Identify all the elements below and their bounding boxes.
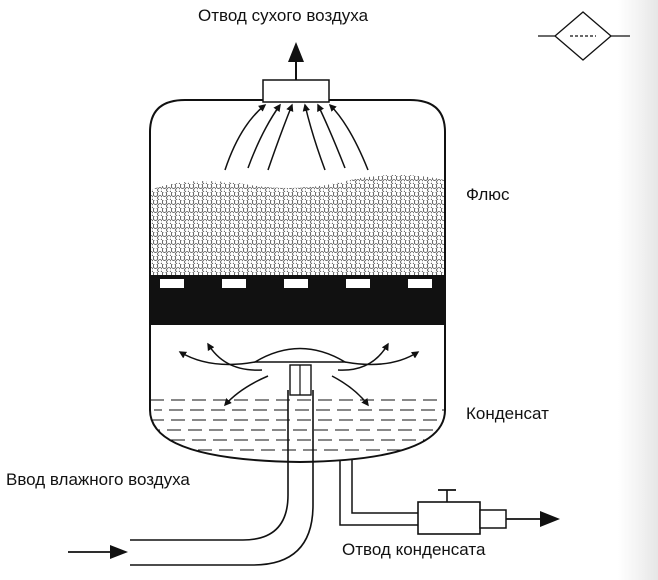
diffuser-cap [252,347,348,363]
condensate-drain-pipe [339,460,418,526]
drain-valve [417,489,560,535]
condensate-liquid [150,399,445,451]
outlet-airflow-arrows [224,103,369,171]
scan-edge-shade [618,0,658,580]
inlet-arrow [68,545,128,559]
support-plate [150,275,445,325]
condensate-label: Конденсат [466,404,549,423]
flux-bed [150,175,445,275]
wet-air-inlet-label: Ввод влажного воздуха [6,470,190,489]
condensate-outlet-label: Отвод конденсата [342,540,486,559]
flux-label: Флюс [466,185,510,204]
top-outlet-nozzle [262,42,330,103]
inlet-pipe [130,390,314,566]
filter-symbol-icon [538,11,630,61]
dry-air-outlet-label: Отвод сухого воздуха [198,6,369,25]
inlet-riser [289,364,312,396]
vessel-body [149,99,446,464]
diffuser-airflow-arrows [178,342,420,407]
